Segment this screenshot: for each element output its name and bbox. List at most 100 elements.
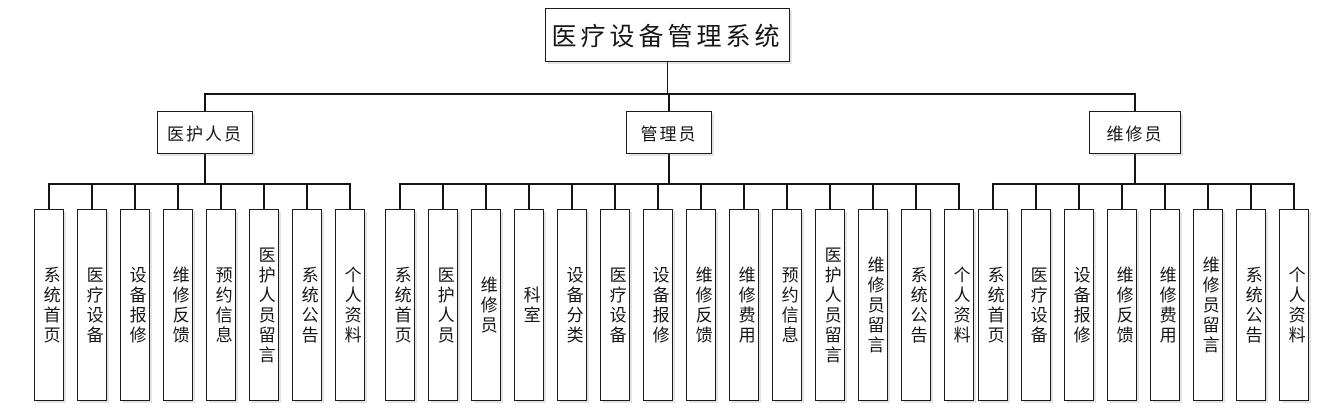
leaf-node[interactable]: 设备报修 bbox=[643, 209, 673, 401]
leaf-node-label: 预约信息 bbox=[777, 266, 798, 346]
connector-line bbox=[220, 183, 222, 209]
leaf-node[interactable]: 系统公告 bbox=[1236, 209, 1266, 401]
leaf-node-label: 预约信息 bbox=[211, 266, 232, 346]
leaf-node-label: 医护人员留言 bbox=[820, 246, 841, 366]
leaf-node-label: 维修费用 bbox=[1155, 266, 1176, 346]
connector-line bbox=[700, 183, 702, 209]
connector-line bbox=[1250, 183, 1252, 209]
leaf-node[interactable]: 维修费用 bbox=[729, 209, 759, 401]
leaf-node[interactable]: 医疗设备 bbox=[77, 209, 107, 401]
root-node-label: 医疗设备管理系统 bbox=[551, 22, 784, 51]
leaf-node[interactable]: 系统首页 bbox=[34, 209, 64, 401]
connector-line bbox=[614, 183, 616, 209]
connector-line bbox=[306, 183, 308, 209]
role-node-label: 管理员 bbox=[640, 125, 698, 145]
leaf-node[interactable]: 维修费用 bbox=[1150, 209, 1180, 401]
connector-line bbox=[571, 183, 573, 209]
leaf-node[interactable]: 医疗设备 bbox=[600, 209, 630, 401]
connector-line bbox=[204, 154, 206, 183]
leaf-node-label: 系统公告 bbox=[297, 266, 318, 346]
leaf-node-label: 设备报修 bbox=[125, 266, 146, 346]
leaf-node[interactable]: 系统首页 bbox=[978, 209, 1008, 401]
connector-line bbox=[1121, 183, 1123, 209]
leaf-node[interactable]: 设备报修 bbox=[1064, 209, 1094, 401]
connector-line bbox=[49, 183, 350, 185]
leaf-node-label: 维修反馈 bbox=[168, 266, 189, 346]
root-node[interactable]: 医疗设备管理系统 bbox=[545, 8, 790, 62]
leaf-node-label: 个人资料 bbox=[340, 266, 361, 346]
leaf-node-label: 医疗设备 bbox=[1026, 266, 1047, 346]
leaf-node[interactable]: 个人资料 bbox=[944, 209, 974, 401]
leaf-node-label: 医疗设备 bbox=[82, 266, 103, 346]
leaf-node[interactable]: 系统公告 bbox=[901, 209, 931, 401]
connector-line bbox=[666, 62, 669, 93]
leaf-node[interactable]: 个人资料 bbox=[335, 209, 365, 401]
connector-line bbox=[829, 183, 831, 209]
leaf-node[interactable]: 系统公告 bbox=[292, 209, 322, 401]
leaf-node[interactable]: 系统首页 bbox=[385, 209, 415, 401]
leaf-node-label: 医护人员 bbox=[433, 266, 454, 346]
leaf-node[interactable]: 维修员留言 bbox=[858, 209, 888, 401]
leaf-node[interactable]: 科室 bbox=[514, 209, 544, 401]
connector-line bbox=[399, 183, 401, 209]
connector-line bbox=[668, 93, 670, 111]
connector-line bbox=[1164, 183, 1166, 209]
connector-line bbox=[786, 183, 788, 209]
connector-line bbox=[349, 183, 351, 209]
role-node-1[interactable]: 医护人员 bbox=[157, 111, 253, 154]
connector-line bbox=[205, 93, 1135, 95]
leaf-node[interactable]: 维修员 bbox=[471, 209, 501, 401]
connector-line bbox=[442, 183, 444, 209]
connector-line bbox=[263, 183, 265, 209]
leaf-node[interactable]: 医护人员留言 bbox=[249, 209, 279, 401]
connector-line bbox=[668, 154, 670, 183]
connector-line bbox=[992, 183, 994, 209]
leaf-node-label: 维修员留言 bbox=[1198, 256, 1219, 356]
connector-line bbox=[1293, 183, 1295, 209]
leaf-node-label: 维修费用 bbox=[734, 266, 755, 346]
leaf-node-label: 医疗设备 bbox=[605, 266, 626, 346]
leaf-node[interactable]: 预约信息 bbox=[772, 209, 802, 401]
leaf-node-label: 个人资料 bbox=[1284, 266, 1305, 346]
leaf-node-label: 医护人员留言 bbox=[254, 246, 275, 366]
connector-line bbox=[993, 183, 1294, 185]
leaf-node-label: 设备报修 bbox=[1069, 266, 1090, 346]
leaf-node-label: 系统首页 bbox=[39, 266, 60, 346]
connector-line bbox=[204, 93, 206, 111]
connector-line bbox=[1078, 183, 1080, 209]
leaf-node[interactable]: 预约信息 bbox=[206, 209, 236, 401]
leaf-node-label: 设备报修 bbox=[648, 266, 669, 346]
leaf-node-label: 维修反馈 bbox=[1112, 266, 1133, 346]
role-node-3[interactable]: 维修员 bbox=[1089, 111, 1181, 154]
connector-line bbox=[1134, 93, 1136, 111]
leaf-node-label: 系统公告 bbox=[1241, 266, 1262, 346]
leaf-node[interactable]: 维修反馈 bbox=[686, 209, 716, 401]
connector-line bbox=[91, 183, 93, 209]
connector-line bbox=[177, 183, 179, 209]
leaf-node[interactable]: 医护人员留言 bbox=[815, 209, 845, 401]
leaf-node[interactable]: 设备报修 bbox=[120, 209, 150, 401]
leaf-node[interactable]: 医护人员 bbox=[428, 209, 458, 401]
connector-line bbox=[657, 183, 659, 209]
connector-line bbox=[1035, 183, 1037, 209]
connector-line bbox=[1134, 154, 1136, 183]
leaf-node[interactable]: 维修反馈 bbox=[163, 209, 193, 401]
leaf-node[interactable]: 医疗设备 bbox=[1021, 209, 1051, 401]
leaf-node-label: 个人资料 bbox=[949, 266, 970, 346]
leaf-node-label: 系统公告 bbox=[906, 266, 927, 346]
leaf-node[interactable]: 维修反馈 bbox=[1107, 209, 1137, 401]
leaf-node-label: 科室 bbox=[519, 286, 540, 326]
leaf-node-label: 系统首页 bbox=[390, 266, 411, 346]
role-node-2[interactable]: 管理员 bbox=[626, 111, 712, 154]
connector-line bbox=[48, 183, 50, 209]
leaf-node[interactable]: 维修员留言 bbox=[1193, 209, 1223, 401]
connector-line bbox=[134, 183, 136, 209]
leaf-node-label: 维修反馈 bbox=[691, 266, 712, 346]
leaf-node[interactable]: 个人资料 bbox=[1279, 209, 1309, 401]
leaf-node-label: 系统首页 bbox=[983, 266, 1004, 346]
role-node-label: 维修员 bbox=[1106, 125, 1164, 145]
leaf-node[interactable]: 设备分类 bbox=[557, 209, 587, 401]
role-node-label: 医护人员 bbox=[167, 125, 243, 145]
connector-line bbox=[872, 183, 874, 209]
